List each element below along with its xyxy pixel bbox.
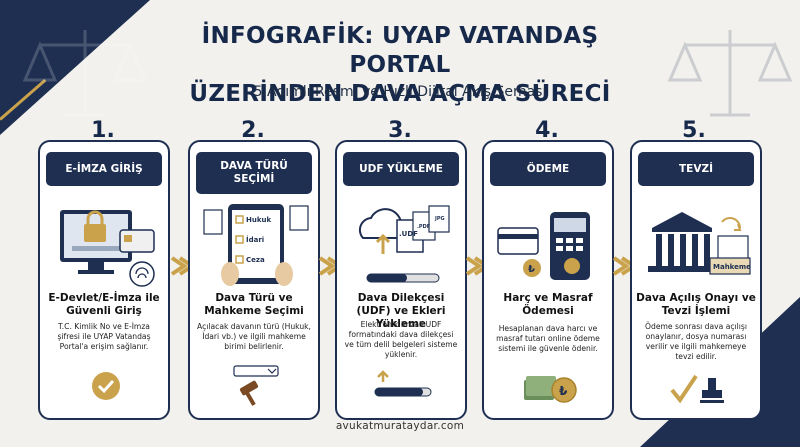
step-description: Hesaplanan dava harcı ve masraf tutarı o…	[496, 324, 600, 353]
step-card-5: TEVZİ Mahkeme Dava Açılış Onayı ve Tevzi…	[630, 140, 762, 420]
pdf-file-label: .PDF	[417, 224, 430, 230]
footer-website: avukatmurataydar.com	[335, 420, 465, 432]
verified-badge-icon	[92, 372, 120, 400]
step-title: Harç ve Masraf Ödemesi	[503, 292, 593, 317]
step-card-2: DAVA TÜRÜ SEÇİMİ Hukuk İdari Ceza Dava T…	[188, 140, 320, 420]
step-number-5: 5.	[682, 118, 706, 143]
scales-of-justice-icon	[22, 30, 148, 117]
currency-symbol: ₺	[559, 384, 568, 398]
currency-symbol: ₺	[528, 264, 535, 275]
computer-login-icon	[60, 210, 155, 287]
step-card-header: E-İMZA GİRİŞ	[46, 152, 162, 186]
money-coins-icon: ₺	[524, 376, 577, 403]
step-card-header: TEVZİ	[638, 152, 754, 186]
step-description: T.C. Kimlik No ve E-İmza şifresi ile UYA…	[57, 322, 151, 351]
payment-terminal-icon: ₺	[497, 212, 590, 280]
tablet-checklist-icon: Hukuk İdari Ceza	[203, 204, 309, 286]
page-subtitle: 5 Adımlı Resmi ve Hızlı Dijital Akış Şem…	[253, 84, 547, 100]
step-title: E-Devlet/E-İmza ile Güvenli Giriş	[48, 292, 160, 317]
step-number-4: 4.	[535, 118, 559, 143]
approval-stamp-icon	[670, 374, 724, 404]
scales-of-justice-icon	[667, 30, 793, 117]
title-line-1: İNFOGRAFİK: UYAP VATANDAŞ PORTAL	[201, 23, 599, 78]
checklist-item-label: İdari	[246, 235, 264, 244]
udf-file-label: .UDF	[399, 230, 418, 238]
checklist-item-label: Ceza	[246, 256, 265, 264]
step-card-3: UDF YÜKLEME .UDF .PDF JPG Dava Dilekçesi…	[335, 140, 467, 420]
step-title: Dava Türü ve Mahkeme Seçimi	[204, 292, 304, 317]
step-title: Dava Açılış Onayı ve Tevzi İşlemi	[636, 292, 756, 317]
cloud-upload-icon: .UDF .PDF JPG	[358, 205, 450, 283]
step-number-3: 3.	[388, 118, 412, 143]
step-card-1: E-İMZA GİRİŞ E-Devlet/E-İmza ile Güvenli…	[38, 140, 170, 420]
step-card-header: ÖDEME	[490, 152, 606, 186]
jpg-file-label: JPG	[434, 216, 445, 222]
step-title: Dava Dilekçesi (UDF) ve Ekleri Yükleme	[356, 292, 446, 330]
step-description: Elektronik imzalı UDF formatındaki dava …	[344, 320, 458, 359]
court-folder-label: Mahkeme	[713, 263, 751, 271]
step-description: Açılacak davanın türü (Hukuk, İdari vb.)…	[197, 322, 311, 351]
dropdown-gavel-icon	[233, 365, 279, 406]
step-card-header: DAVA TÜRÜ SEÇİMİ	[196, 152, 312, 194]
step-card-header: UDF YÜKLEME	[343, 152, 459, 186]
page-title: İNFOGRAFİK: UYAP VATANDAŞ PORTAL ÜZERİND…	[150, 22, 650, 109]
checklist-item-label: Hukuk	[246, 216, 271, 224]
corner-decoration-top-left	[0, 0, 150, 135]
step-card-4: ÖDEME ₺ Harç ve Masraf Ödemesi Hesaplana…	[482, 140, 614, 420]
step-number-1: 1.	[91, 118, 115, 143]
courthouse-icon: Mahkeme	[648, 212, 751, 275]
step-number-2: 2.	[241, 118, 265, 143]
title-line-2: ÜZERİNDEN DAVA AÇMA SÜRECİ	[189, 81, 611, 107]
upload-progress-icon	[374, 370, 432, 397]
step-description: Ödeme sonrası dava açılışı onaylanır, do…	[645, 322, 747, 361]
